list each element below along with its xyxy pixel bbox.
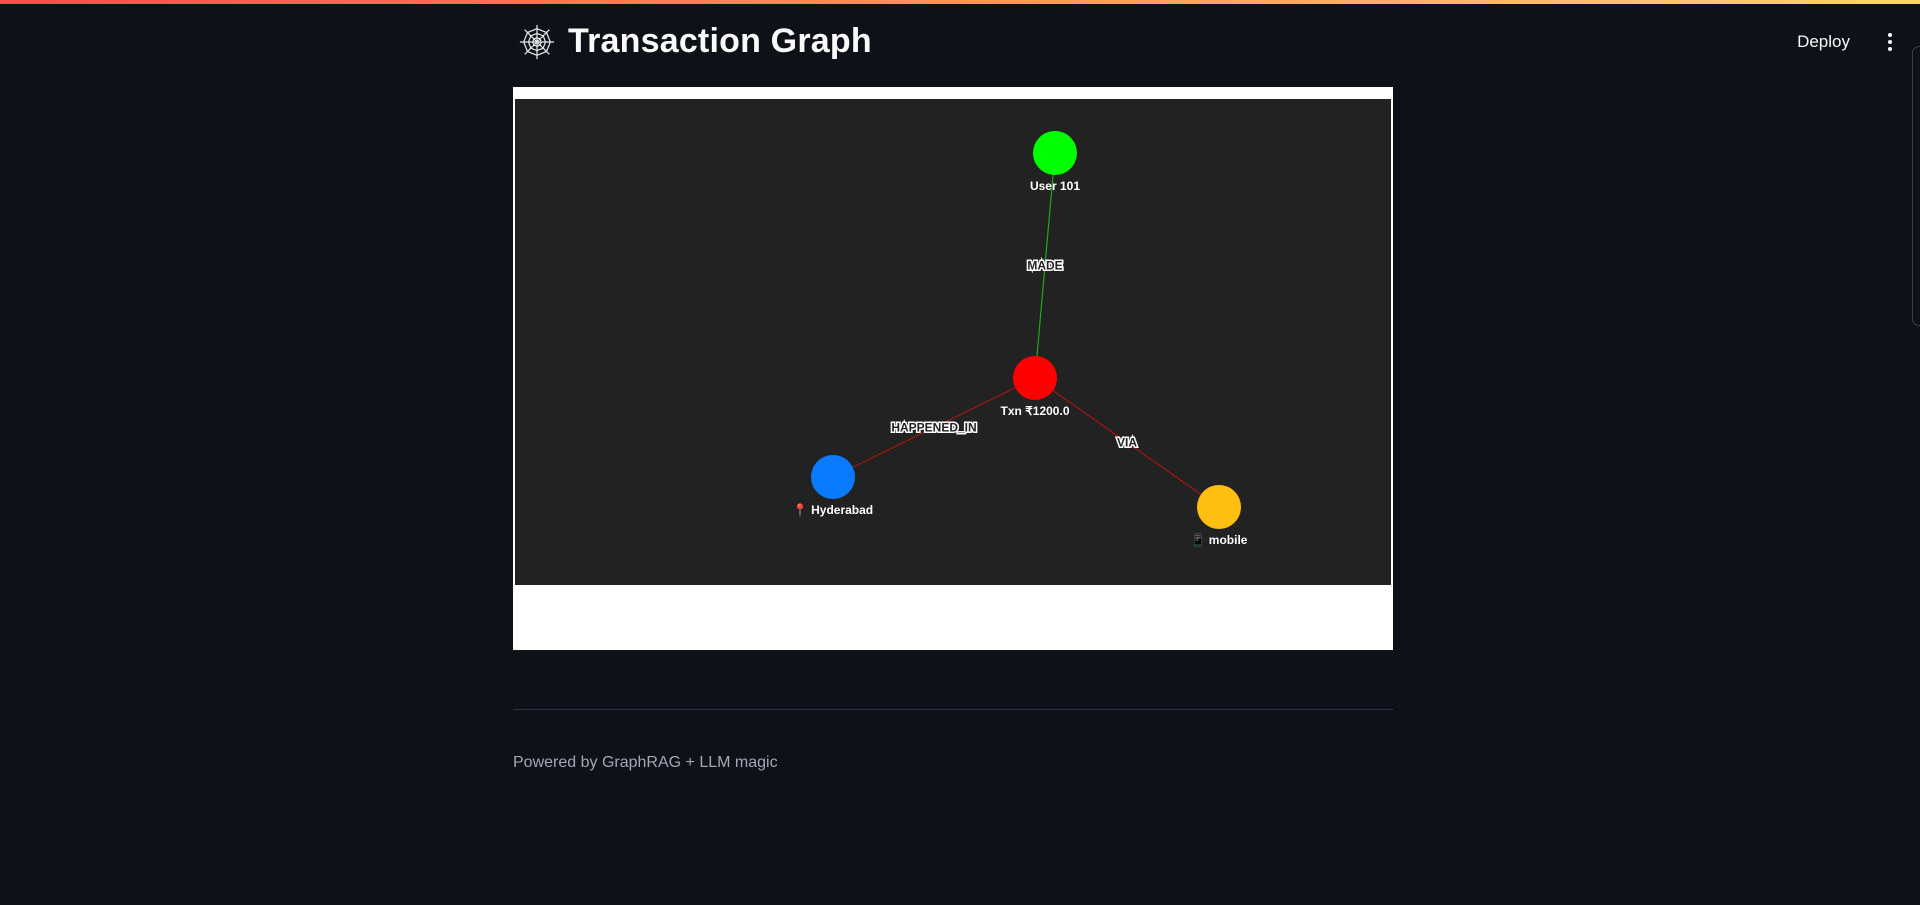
graph-node-user[interactable]: [1033, 131, 1077, 175]
graph-node-label: Txn ₹1200.0: [1000, 404, 1069, 418]
graph-edge-made[interactable]: [1034, 152, 1056, 379]
title-row: Transaction Graph: [518, 22, 872, 61]
graph-node-device[interactable]: [1197, 485, 1241, 529]
graph-node-city[interactable]: [811, 455, 855, 499]
graph-node-txn[interactable]: [1013, 356, 1057, 400]
divider: [513, 709, 1393, 710]
graph-edge-via[interactable]: [1034, 377, 1220, 508]
edge-label: VIA: [1117, 436, 1137, 450]
graph-node-label: User 101: [1030, 179, 1080, 193]
footer-text: Powered by GraphRAG + LLM magic: [513, 754, 778, 771]
edge-label: HAPPENED_IN: [891, 421, 976, 435]
sidebar-collapse-handle[interactable]: [1912, 46, 1920, 326]
spider-web-icon: [519, 24, 555, 59]
edge-label: MADE: [1027, 259, 1062, 273]
header-actions: Deploy: [1787, 26, 1900, 58]
graph-node-label: 📱 mobile: [1191, 533, 1248, 547]
graph-edge-happened-in[interactable]: [832, 377, 1036, 478]
top-decoration-bar: [0, 0, 1920, 4]
kebab-menu-icon[interactable]: [1880, 29, 1900, 55]
deploy-button[interactable]: Deploy: [1787, 26, 1860, 58]
graph-node-label: 📍 Hyderabad: [793, 503, 873, 517]
page-title: Transaction Graph: [568, 22, 872, 60]
